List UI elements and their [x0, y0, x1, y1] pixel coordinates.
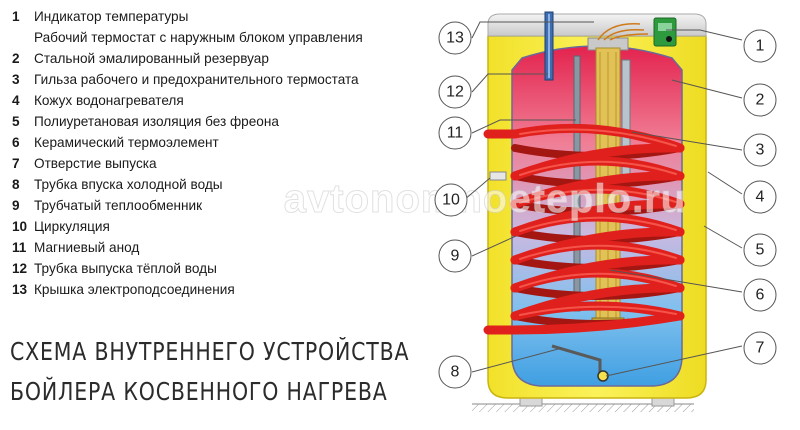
- svg-text:11: 11: [447, 125, 464, 142]
- svg-text:6: 6: [756, 287, 765, 304]
- callouts: 13 12 11 10 9 8 1 2 3 4 5 6 7: [434, 21, 777, 389]
- callout-2: 2: [743, 83, 777, 117]
- svg-text:2: 2: [756, 92, 765, 109]
- svg-text:3: 3: [756, 142, 765, 159]
- svg-text:9: 9: [451, 248, 460, 265]
- leader-lines: [463, 21, 743, 377]
- svg-text:10: 10: [442, 192, 460, 209]
- legend-item-1-continued: 1Рабочий термостат с наружным блоком упр…: [34, 30, 363, 45]
- top-lid: [487, 13, 707, 37]
- callout-10: 10: [434, 183, 468, 217]
- callout-5: 5: [743, 233, 777, 267]
- svg-text:1: 1: [756, 38, 765, 55]
- callout-1: 1: [743, 29, 777, 63]
- callout-6: 6: [743, 278, 777, 312]
- hot-water-outlet-pipe: [544, 11, 554, 81]
- diagram-caption: СХЕМА ВНУТРЕННЕГО УСТРОЙСТВА БОЙЛЕРА КОС…: [10, 332, 410, 412]
- callout-12: 12: [438, 75, 472, 109]
- callout-8: 8: [438, 355, 472, 389]
- svg-text:4: 4: [756, 189, 765, 206]
- svg-text:13: 13: [446, 30, 464, 47]
- callout-13: 13: [438, 21, 472, 55]
- thermostat-block: [587, 17, 677, 51]
- circulation-port: [489, 171, 507, 181]
- caption-line-2: БОЙЛЕРА КОСВЕННОГО НАГРЕВА: [10, 377, 388, 406]
- callout-9: 9: [438, 239, 472, 273]
- callout-11: 11: [438, 116, 472, 150]
- svg-text:5: 5: [756, 242, 765, 259]
- watermark-text: avtonomnoeteplo.ru: [284, 177, 686, 221]
- svg-text:12: 12: [446, 84, 464, 101]
- callout-7: 7: [743, 331, 777, 365]
- callout-3: 3: [743, 133, 777, 167]
- caption-line-1: СХЕМА ВНУТРЕННЕГО УСТРОЙСТВА: [10, 337, 410, 366]
- svg-text:8: 8: [451, 364, 460, 381]
- callout-4: 4: [743, 180, 777, 214]
- svg-text:7: 7: [756, 340, 765, 357]
